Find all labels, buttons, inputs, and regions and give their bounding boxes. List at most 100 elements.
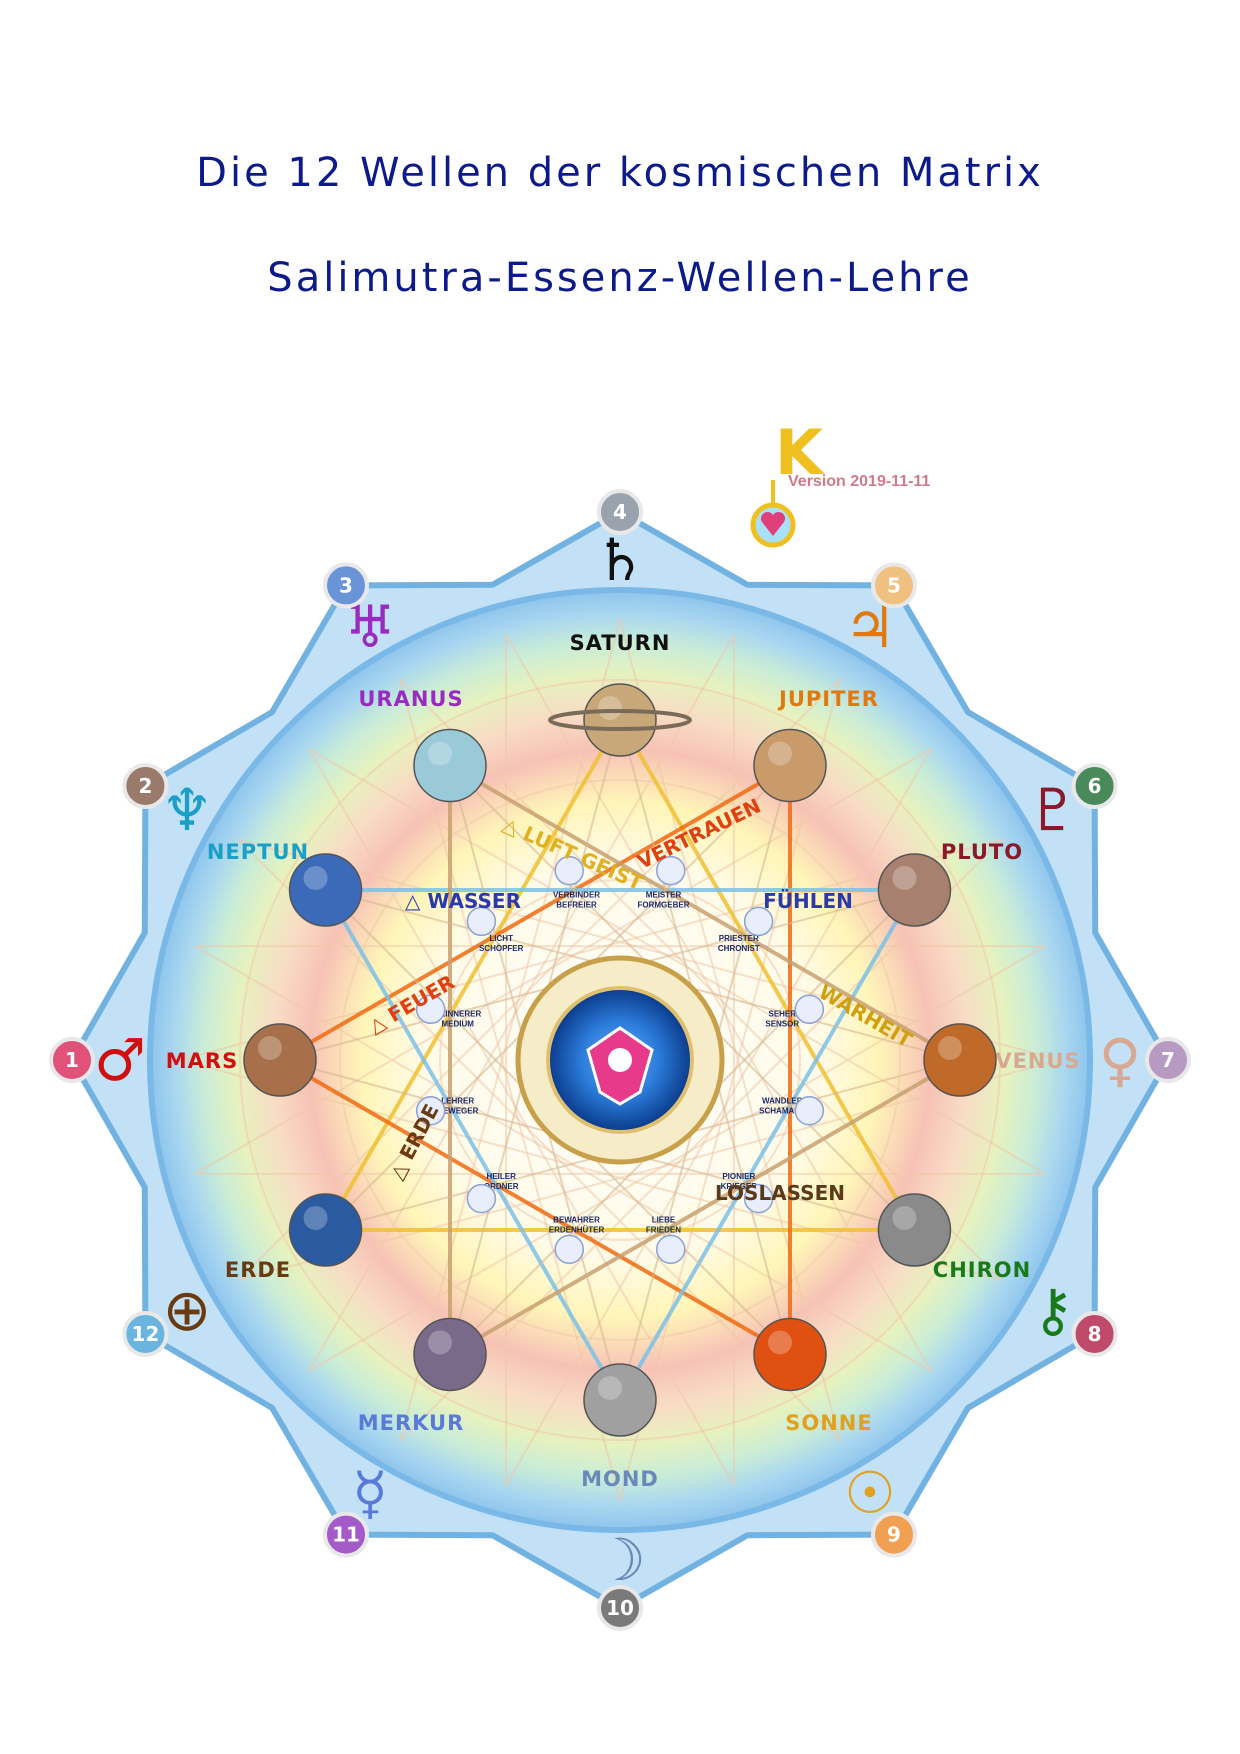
grid-line [399,619,621,1442]
planet-highlight [428,1330,452,1355]
planet-highlight [892,866,917,890]
grid-line [505,748,932,1486]
wave-badge-circle [1071,763,1118,809]
grid-line [505,634,932,1372]
planet-highlight [598,696,622,720]
grid-line [399,678,1002,1281]
grid-line [308,748,1046,1175]
planet-label: NEPTUN [207,840,309,864]
grid-ring [239,679,1001,1441]
planet-symbol-icon: ♄ [594,526,646,594]
planet-mars: MARS♂ [94,1023,317,1097]
planet-chiron: CHIRON⚷ [877,1193,1074,1344]
grid-line [238,678,841,1281]
archetype-figure-icon [415,1095,446,1126]
planet-highlight [598,1376,622,1400]
planet-sonne: SONNE☉ [753,1317,896,1527]
wave-badge-circle [871,562,917,609]
planet-label: VENUS [995,1049,1080,1073]
version-marker: K Version 2019-11-11 [750,416,930,548]
wave-badge-5: 5 [871,562,917,609]
grid-line [308,748,735,1486]
grid-ring [339,779,901,1341]
planet-label: SATURN [570,631,671,655]
planet-label: MOND [581,1467,659,1491]
planet-sphere [753,728,827,803]
element-triangle [448,762,965,1358]
planet-sphere [288,1193,363,1267]
planet-saturn: SATURN ♄ [548,526,692,757]
wave-badge-circle [49,1037,95,1083]
planet-label: ERDE [225,1258,291,1282]
wave-badge-circle [1071,1311,1118,1357]
planet-sphere [923,1023,997,1097]
wave-number: 6 [1088,774,1102,798]
wave-badge-1: 1 [49,1037,95,1083]
planet-mond: MOND ☽ [581,1363,659,1594]
planet-merkur: MERKUR☿ [352,1317,487,1527]
archetype-figure-icon [655,1234,686,1265]
planet-symbol-icon: ☽ [594,1526,646,1594]
chiron-top-symbol: K [775,416,825,489]
archetype-figure-icon [466,1183,497,1214]
planet-neptun: NEPTUN♆ [161,776,363,927]
wave-badge-11: 11 [323,1511,369,1558]
wave-number: 7 [1161,1048,1175,1072]
wave-badge-3: 3 [323,562,369,609]
archetype-figure-icon [794,994,825,1025]
planet-sphere [753,1317,827,1392]
planet-venus: VENUS ♀ [923,1023,1141,1097]
wave-badge-circle [871,1511,917,1558]
planet-symbol-icon: ♀ [1099,1026,1141,1094]
planet-connectors [275,715,965,1405]
planet-sphere [413,1317,487,1392]
archetype-figure-icon [554,1234,585,1265]
element-triangle [275,762,792,1358]
grid-line [179,1059,1002,1281]
matrix-grid [179,619,1061,1501]
center-mandala [515,955,725,1165]
planet-highlight [258,1036,282,1060]
grid-line [238,839,841,1442]
archetype-figure-icon [743,906,774,937]
wave-badge-circle [1145,1037,1191,1083]
planet-sphere [583,683,657,757]
archetype-figure-icon [415,994,446,1025]
grid-line [238,839,1061,1061]
wave-number: 9 [887,1523,901,1547]
archetype-figure-icon [554,855,585,886]
wave-number: 8 [1088,1322,1102,1346]
planet-highlight [938,1036,962,1060]
planet-uranus: URANUS♅ [344,593,487,803]
planet-label: CHIRON [933,1258,1031,1282]
wave-badge-7: 7 [1145,1037,1191,1083]
grid-line [399,678,621,1501]
planet-symbol-icon: ⊕ [163,1276,212,1344]
wave-badge-circle [122,763,169,809]
heart-icon [760,511,786,536]
planet-highlight [428,741,452,766]
planet-highlight [892,1206,917,1230]
planet-sphere [413,728,487,803]
grid-line [399,839,1002,1442]
quality-loslassen-label: LOSLASSEN [715,1181,845,1205]
wave-badge-10: 10 [597,1585,643,1631]
archetype-figure-icon [466,906,497,937]
grid-ring [439,879,801,1241]
wave-number: 4 [613,500,627,524]
element-triangle [322,888,918,1405]
wave-number: 11 [332,1523,360,1547]
grid-line [238,1059,1061,1281]
wave-badge-circle [597,1585,643,1631]
planet-highlight [303,1206,328,1230]
page-title: Die 12 Wellen der kosmischen Matrix [196,150,1044,196]
